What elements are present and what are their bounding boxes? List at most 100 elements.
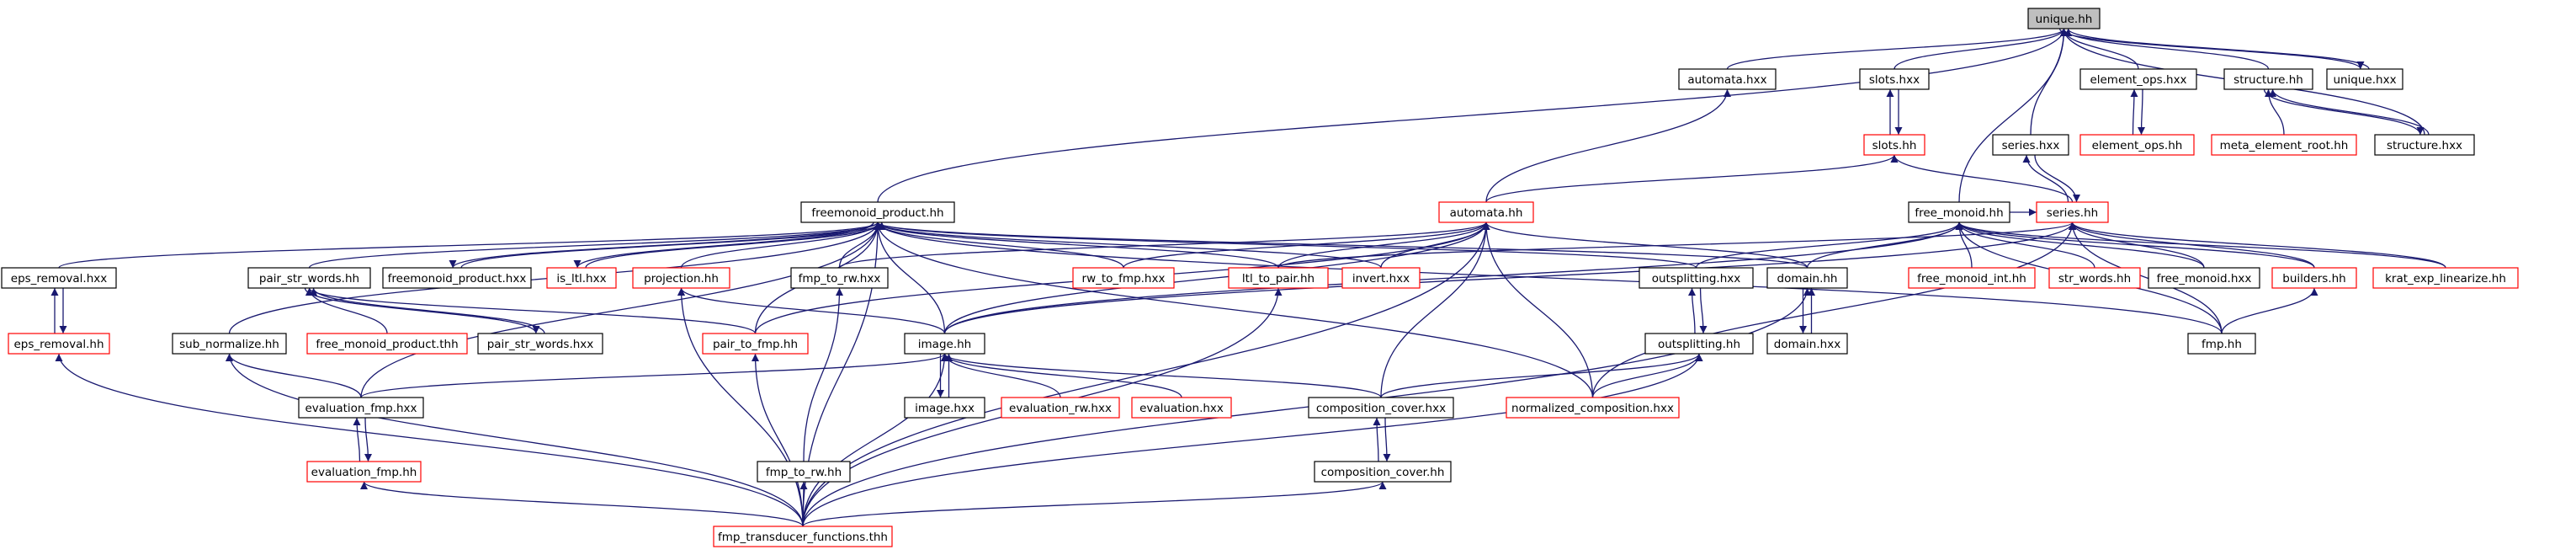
file-node-projection-hh[interactable]: projection.hh — [632, 267, 730, 289]
file-node-free-monoid-hh[interactable]: free_monoid.hh — [1908, 201, 2010, 223]
file-node-label: series.hxx — [2002, 139, 2060, 152]
file-node-pair-str-words-hh[interactable]: pair_str_words.hh — [247, 267, 371, 289]
file-node-invert-hxx[interactable]: invert.hxx — [1341, 267, 1421, 289]
file-node-pair-to-fmp-hh[interactable]: pair_to_fmp.hh — [702, 333, 809, 355]
include-edge — [2265, 88, 2285, 136]
file-node-ltl-to-pair-hh[interactable]: ltl_to_pair.hh — [1228, 267, 1329, 289]
file-node-label: fmp.hh — [2202, 338, 2242, 351]
file-node-box — [1131, 397, 1232, 419]
file-node-evaluation-fmp-hxx[interactable]: evaluation_fmp.hxx — [298, 397, 424, 419]
file-node-box — [2211, 134, 2357, 156]
file-node-series-hxx[interactable]: series.hxx — [1992, 134, 2069, 156]
file-node-outsplitting-hh[interactable]: outsplitting.hh — [1644, 333, 1754, 355]
file-node-evaluation-fmp-hh[interactable]: evaluation_fmp.hh — [306, 461, 422, 483]
file-node-box — [2187, 333, 2256, 355]
file-node-label: free_monoid_product.thh — [316, 338, 458, 351]
file-node-unique-hxx[interactable]: unique.hxx — [2326, 68, 2403, 90]
file-node-box — [477, 333, 603, 355]
include-edge — [2022, 154, 2069, 203]
file-node-box — [713, 526, 893, 547]
file-node-free-monoid-hxx[interactable]: free_monoid.hxx — [2148, 267, 2260, 289]
include-edge — [2069, 221, 2223, 334]
include-edge — [1380, 353, 1703, 398]
include-edge — [2069, 221, 2446, 269]
file-node-freemonoid-product-hh[interactable]: freemonoid_product.hh — [800, 201, 955, 223]
file-node-element-ops-hh[interactable]: element_ops.hh — [2079, 134, 2195, 156]
file-node-box — [1072, 267, 1175, 289]
file-node-eps-removal-hxx[interactable]: eps_removal.hxx — [1, 267, 117, 289]
file-node-fmp-to-rw-hxx[interactable]: fmp_to_rw.hxx — [790, 267, 889, 289]
file-node-is-ltl-hxx[interactable]: is_ltl.hxx — [546, 267, 617, 289]
file-node-fmp-hh[interactable]: fmp.hh — [2187, 333, 2256, 355]
file-node-slots-hxx[interactable]: slots.hxx — [1859, 68, 1930, 90]
file-node-normalized-composition-hxx[interactable]: normalized_composition.hxx — [1506, 397, 1680, 419]
file-node-image-hh[interactable]: image.hh — [904, 333, 985, 355]
include-edge — [1482, 221, 1809, 269]
file-node-pair-str-words-hxx[interactable]: pair_str_words.hxx — [477, 333, 603, 355]
include-edge — [799, 481, 808, 527]
file-node-str-words-hh[interactable]: str_words.hh — [2048, 267, 2141, 289]
include-edge — [1380, 221, 1490, 398]
file-node-label: slots.hxx — [1869, 73, 1920, 87]
include-edge — [55, 353, 804, 527]
include-edge — [1277, 221, 1490, 269]
file-node-rw-to-fmp-hxx[interactable]: rw_to_fmp.hxx — [1072, 267, 1175, 289]
file-node-structure-hxx[interactable]: structure.hxx — [2374, 134, 2475, 156]
include-edge — [353, 417, 361, 462]
file-node-slots-hh[interactable]: slots.hh — [1863, 134, 1925, 156]
include-edge — [310, 287, 545, 334]
file-node-structure-hh[interactable]: structure.hh — [2223, 68, 2313, 90]
include-edge — [941, 353, 1182, 398]
include-edge — [874, 221, 1124, 269]
include-edge — [2064, 28, 2370, 70]
file-node-box — [1308, 397, 1454, 419]
file-node-label: automata.hxx — [1687, 73, 1766, 87]
file-node-box — [632, 267, 730, 289]
file-node-evaluation-rw-hxx[interactable]: evaluation_rw.hxx — [1001, 397, 1120, 419]
file-node-unique-hh[interactable]: unique.hh — [2027, 8, 2101, 29]
file-node-automata-hxx[interactable]: automata.hxx — [1678, 68, 1777, 90]
file-node-label: domain.hh — [1777, 272, 1838, 286]
include-edge — [1373, 417, 1381, 462]
file-node-label: series.hh — [2047, 206, 2098, 220]
file-node-composition-cover-hxx[interactable]: composition_cover.hxx — [1308, 397, 1454, 419]
include-edge — [2060, 28, 2270, 70]
include-edge — [1958, 28, 2068, 203]
file-node-fmp-to-rw-hh[interactable]: fmp_to_rw.hh — [757, 461, 851, 483]
file-node-domain-hh[interactable]: domain.hh — [1766, 267, 1848, 289]
file-node-krat-exp-linearize-hh[interactable]: krat_exp_linearize.hh — [2372, 267, 2519, 289]
file-node-meta-element-root-hh[interactable]: meta_element_root.hh — [2211, 134, 2357, 156]
include-edge — [1485, 154, 1899, 203]
include-edge — [874, 221, 946, 334]
file-node-image-hxx[interactable]: image.hxx — [904, 397, 985, 419]
file-node-box — [1001, 397, 1120, 419]
include-edge — [874, 221, 1382, 269]
include-edge — [1955, 221, 2205, 269]
file-node-element-ops-hxx[interactable]: element_ops.hxx — [2079, 68, 2197, 90]
file-node-box — [2079, 68, 2197, 90]
file-node-freemonoid-product-hxx[interactable]: freemonoid_product.hxx — [382, 267, 532, 289]
file-node-label: meta_element_root.hh — [2220, 139, 2349, 152]
file-nodes: unique.hh automata.hxx slots.hxx element_op… — [1, 8, 2519, 547]
file-node-label: evaluation_fmp.hxx — [305, 402, 417, 415]
file-node-box — [1, 267, 117, 289]
file-node-fmp-transducer-functions-thh[interactable]: fmp_transducer_functions.thh — [713, 526, 893, 547]
file-node-label: pair_to_fmp.hh — [713, 338, 798, 351]
file-node-free-monoid-product-thh[interactable]: free_monoid_product.thh — [306, 333, 468, 355]
file-node-outsplitting-hxx[interactable]: outsplitting.hxx — [1639, 267, 1754, 289]
file-node-box — [1766, 267, 1848, 289]
file-node-evaluation-hxx[interactable]: evaluation.hxx — [1131, 397, 1232, 419]
file-node-series-hh[interactable]: series.hh — [2036, 201, 2109, 223]
include-edge — [1482, 221, 1594, 398]
file-node-builders-hh[interactable]: builders.hh — [2271, 267, 2357, 289]
file-node-free-monoid-int-hh[interactable]: free_monoid_int.hh — [1908, 267, 2036, 289]
file-node-label: image.hxx — [915, 402, 975, 415]
file-node-domain-hxx[interactable]: domain.hxx — [1766, 333, 1848, 355]
include-edge — [2069, 221, 2315, 269]
file-node-box — [1908, 267, 2036, 289]
file-node-automata-hh[interactable]: automata.hh — [1438, 201, 1534, 223]
file-node-sub-normalize-hh[interactable]: sub_normalize.hh — [172, 333, 287, 355]
include-edge — [449, 221, 874, 269]
file-node-composition-cover-hh[interactable]: composition_cover.hh — [1314, 461, 1452, 483]
file-node-eps-removal-hh[interactable]: eps_removal.hh — [8, 333, 110, 355]
